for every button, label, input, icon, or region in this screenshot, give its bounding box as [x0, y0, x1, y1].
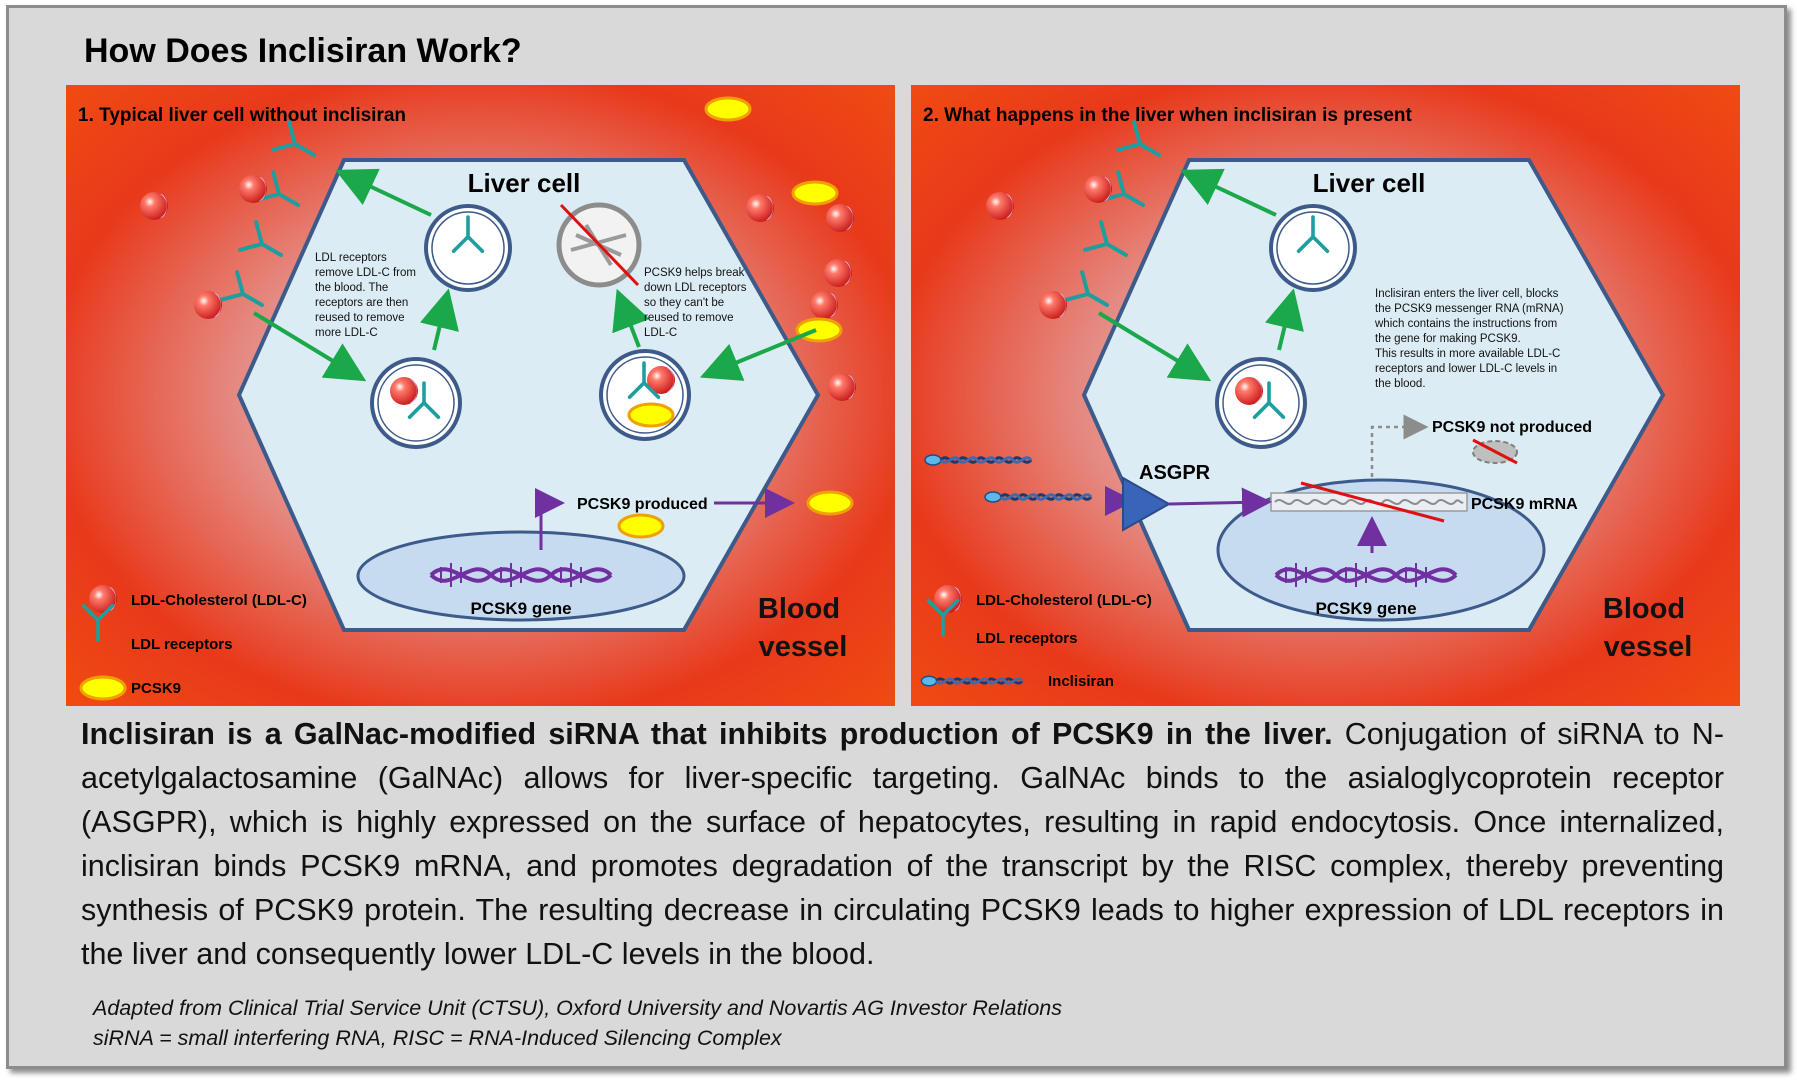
- mrna-label: PCSK9 mRNA: [1471, 496, 1578, 513]
- blood-vessel-label: Blood vessel: [1603, 593, 1693, 663]
- liver-cell-label: Liver cell: [468, 168, 581, 198]
- mrna-icon: [1270, 481, 1468, 523]
- legend: LDL-Cholesterol (LDL-C) LDL receptors PC…: [79, 585, 307, 701]
- nucleus: [1216, 478, 1546, 622]
- legend-inclisiran-label: Inclisiran: [1048, 673, 1114, 690]
- gene-label: PCSK9 gene: [470, 599, 571, 618]
- panel-heading: 1. Typical liver cell without inclisiran: [78, 105, 406, 126]
- ldl-particle-icon: [828, 373, 856, 401]
- pcsk9-not-produced-label: PCSK9 not produced: [1432, 419, 1592, 436]
- caption: Inclisiran is a GalNac-modified siRNA th…: [81, 712, 1724, 976]
- legend-receptor-label: LDL receptors: [976, 630, 1077, 647]
- liver-cell-label: Liver cell: [1313, 168, 1426, 198]
- panel-with-inclisiran: 2. What happens in the liver when inclis…: [911, 85, 1740, 706]
- ldl-particle-icon: [140, 192, 168, 220]
- blocked-expression-arrow: [1370, 414, 1429, 477]
- pcsk9-icon: [617, 513, 665, 539]
- vesicle-icon: [370, 357, 462, 449]
- blocked-pcsk9-icon: [1472, 438, 1518, 465]
- panel-heading: 2. What happens in the liver when inclis…: [923, 105, 1413, 126]
- figure-title: How Does Inclisiran Work?: [84, 32, 522, 70]
- pcsk9-produced-label: PCSK9 produced: [577, 496, 708, 513]
- pcsk9-note: PCSK9 helps break down LDL receptors so …: [644, 267, 750, 339]
- dna-helix-icon: [1274, 563, 1458, 587]
- figure-frame: How Does Inclisiran Work?: [6, 5, 1787, 1069]
- recycle-up-arrow: [1265, 288, 1304, 351]
- ldl-particle-icon: [746, 194, 774, 222]
- vesicle-icon: [1215, 357, 1307, 449]
- vesicle-icon: [424, 204, 512, 292]
- ldl-particle-icon: [239, 175, 267, 203]
- internalize-arrow: [252, 311, 367, 382]
- recycle-up-arrow: [420, 288, 459, 351]
- asgpr-label: ASGPR: [1139, 462, 1211, 484]
- ldl-particle-icon: [1039, 291, 1067, 319]
- abbreviation-line: siRNA = small interfering RNA, RISC = RN…: [93, 1026, 782, 1050]
- pcsk9-icon: [806, 490, 854, 516]
- pcsk9-icon: [704, 96, 752, 122]
- asgpr-icon: [1122, 476, 1172, 532]
- receptor-note: LDL receptors remove LDL-C from the bloo…: [315, 252, 419, 339]
- caption-bold: Inclisiran is a GalNac-modified siRNA th…: [81, 717, 1333, 751]
- ldl-particle-icon: [194, 291, 222, 319]
- dna-helix-icon: [429, 563, 613, 587]
- inclisiran-note: Inclisiran enters the liver cell, blocks…: [1374, 288, 1567, 390]
- degraded-vesicle-icon: [556, 202, 642, 288]
- vesicle-icon: [1269, 204, 1357, 292]
- recycle-out-arrow: [335, 168, 432, 217]
- ldl-particle-icon: [824, 259, 852, 287]
- ldl-particle-icon: [826, 204, 854, 232]
- ldl-particle-icon: [1084, 175, 1112, 203]
- legend-ldl-label: LDL-Cholesterol (LDL-C): [976, 592, 1152, 609]
- panel-without-inclisiran: 1. Typical liver cell without inclisiran…: [66, 85, 895, 706]
- ldl-particle-icon: [810, 291, 838, 319]
- gene-label: PCSK9 gene: [1315, 599, 1416, 618]
- internalize-arrow: [1097, 311, 1212, 382]
- legend-ldl-label: LDL-Cholesterol (LDL-C): [131, 592, 307, 609]
- legend-pcsk9-label: PCSK9: [131, 680, 181, 697]
- liver-cell: [236, 158, 821, 632]
- legend-receptor-label: LDL receptors: [131, 636, 232, 653]
- blood-vessel-label: Blood vessel: [758, 593, 848, 663]
- pcsk9-icon: [795, 317, 843, 343]
- pcsk9-complex-arrow: [699, 328, 817, 381]
- ldl-particle-icon: [89, 585, 117, 613]
- delivery-arrow: [1168, 487, 1272, 518]
- ldl-particle-icon: [986, 192, 1014, 220]
- source-line: Adapted from Clinical Trial Service Unit…: [93, 996, 1063, 1020]
- recycle-out-arrow: [1180, 168, 1277, 217]
- vesicle-icon: [599, 349, 691, 441]
- expression-arrow: [535, 488, 565, 550]
- legend: LDL-Cholesterol (LDL-C) LDL receptors In…: [919, 585, 1152, 690]
- pcsk9-icon: [79, 675, 127, 701]
- degradation-arrow: [612, 288, 650, 348]
- source-note: Adapted from Clinical Trial Service Unit…: [93, 993, 1062, 1053]
- pcsk9-icon: [791, 180, 839, 206]
- caption-body: Conjugation of siRNA to N-acetylgalactos…: [81, 717, 1724, 971]
